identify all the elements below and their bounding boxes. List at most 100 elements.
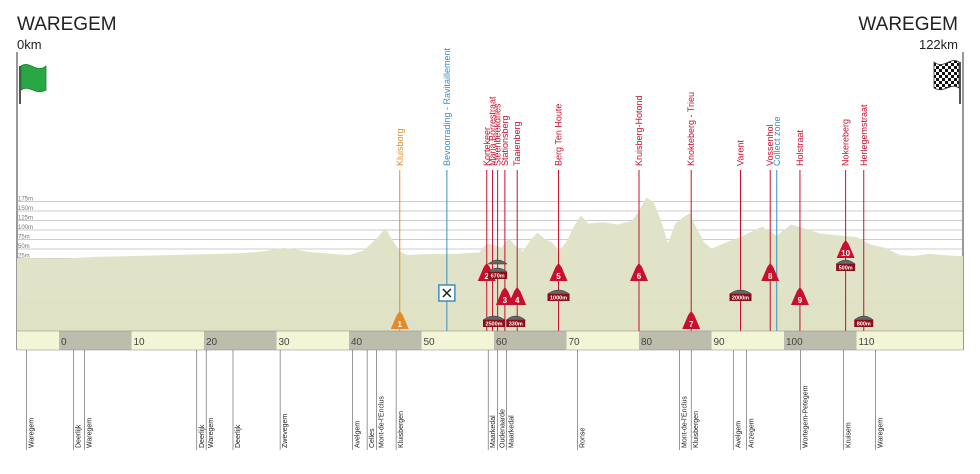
axis-band-segment: [639, 331, 712, 350]
tick-label: 20: [206, 337, 218, 348]
climb-badge-number: 1: [398, 320, 403, 329]
town-name: Waregem: [86, 418, 93, 448]
km-axis-band: [17, 330, 963, 351]
town-name: Zwevegem: [282, 414, 289, 448]
town-name: Mont-de-l'Enclus: [379, 396, 386, 448]
town-name: Avelgem: [735, 421, 742, 448]
climb-name: Steenbeekdries: [493, 103, 503, 166]
town-name: Celles: [369, 428, 376, 448]
town-name: Deerlijk: [199, 424, 206, 448]
feed-zone: [438, 284, 456, 302]
cobble-label: 2500m: [485, 322, 502, 328]
climb-name: Berg Ten Houte: [554, 104, 564, 166]
cobble-label: 2000m: [732, 296, 749, 302]
climb-badge-number: 8: [768, 272, 773, 281]
cobble-icon: [546, 289, 571, 295]
climb-name: Bevoorrading - Ravitaillement: [442, 47, 452, 166]
cobble-label-bg: [506, 320, 526, 327]
altitude-label: 50m: [18, 244, 30, 250]
town-name: Kruisem: [845, 422, 852, 448]
km-ticks: 0 10 20 30 40 50 60 70 80 90 100 110: [61, 337, 875, 348]
tick-label: 80: [641, 337, 653, 348]
town-name: Deerlijk: [235, 424, 242, 448]
cobble-icon: [505, 315, 526, 321]
climb-badge-icon: [630, 263, 648, 281]
climb-badge-icon: [495, 287, 514, 305]
cobble-icon: [487, 267, 508, 273]
finish-city: WAREGEM: [858, 14, 958, 35]
climb-name: Vossenhol: [765, 124, 775, 166]
altitude-label: 25m: [18, 254, 30, 260]
climb-name: Maria Borrestraat: [488, 96, 498, 166]
axis-band-segment: [204, 331, 277, 350]
tick-label: 10: [134, 337, 146, 348]
altitude-label: 100m: [18, 225, 33, 231]
start-km: 0km: [17, 37, 42, 52]
utensils-icon: [442, 288, 452, 298]
altitude-label: 75m: [18, 235, 30, 241]
cobble-label: 670m: [491, 274, 505, 280]
climb-name: Nokereberg: [841, 119, 851, 166]
start-city: WAREGEM: [17, 14, 117, 35]
cobble-label: 330m: [509, 322, 523, 328]
cobble-icon: [835, 259, 856, 265]
town-name: Waregem: [208, 418, 215, 448]
tick-label: 90: [714, 337, 726, 348]
finish-km: 122km: [919, 37, 958, 52]
cobble-label-bg: [483, 320, 505, 327]
town-name: Kluisbergen: [693, 411, 700, 448]
tick-label: 40: [351, 337, 363, 348]
axis-band-segment: [59, 331, 132, 350]
climb-name: Holstraat: [795, 129, 805, 166]
climb-badge-icon: [836, 240, 855, 258]
altitude-label: 150m: [18, 206, 33, 212]
climb-name: Varent: [736, 140, 746, 166]
cobble-icon: [482, 315, 506, 321]
town-name: Wortegem-Petegem: [803, 385, 810, 448]
cobble-label: 800m: [857, 322, 871, 328]
cobble-icon: [728, 289, 753, 295]
climb-badge-number: 5: [556, 272, 561, 281]
climb-badge-number: 4: [515, 296, 520, 305]
climb-badge-icon: [508, 287, 527, 305]
tick-label: 60: [496, 337, 508, 348]
finish-flag-icon: [933, 60, 961, 104]
cobble-label-bg: [547, 294, 570, 301]
cobble-icon: [853, 315, 874, 321]
cobble-label: 500m: [839, 266, 853, 272]
town-name: Waregem: [877, 418, 884, 448]
town-name: Deerlijk: [76, 424, 83, 448]
town-name: Waregem: [28, 418, 35, 448]
tick-label: 100: [786, 337, 803, 348]
climb-name: Herlegemstraat: [859, 104, 869, 166]
cobble-label-bg: [729, 294, 752, 301]
axis-band-segment: [349, 331, 422, 350]
climb-badge-icon: [790, 287, 809, 305]
climb-name: Kruisberg-Hotond: [634, 95, 644, 166]
climb-name: Stationsberg: [500, 115, 510, 166]
altitude-label: 125m: [18, 216, 33, 222]
cobble-icon: [487, 259, 508, 265]
town-name: Anzegem: [748, 418, 755, 448]
climb-badge-number: 9: [798, 296, 803, 305]
altitude-label: 175m: [18, 197, 33, 203]
town-name: Mont-de-l'Enclus: [682, 396, 689, 448]
town-name: Kluisbergen: [398, 411, 405, 448]
climb-name: Kluisborg: [395, 128, 405, 166]
town-name: Maarkedal: [490, 415, 497, 448]
climb-name: Collect zone: [772, 116, 782, 166]
tick-label: 110: [859, 337, 875, 348]
tick-label: 70: [569, 337, 581, 348]
tick-label: 0: [61, 337, 67, 348]
axis-band-segment: [494, 331, 567, 350]
climb-badge-number: 2: [485, 272, 490, 281]
town-name: Ronse: [579, 428, 586, 448]
climb-badge-icon: [390, 311, 409, 329]
climb-badge-number: 7: [689, 320, 694, 329]
tick-label: 30: [279, 337, 291, 348]
climb-name: Kortekeer: [482, 127, 492, 166]
tick-label: 50: [424, 337, 436, 348]
